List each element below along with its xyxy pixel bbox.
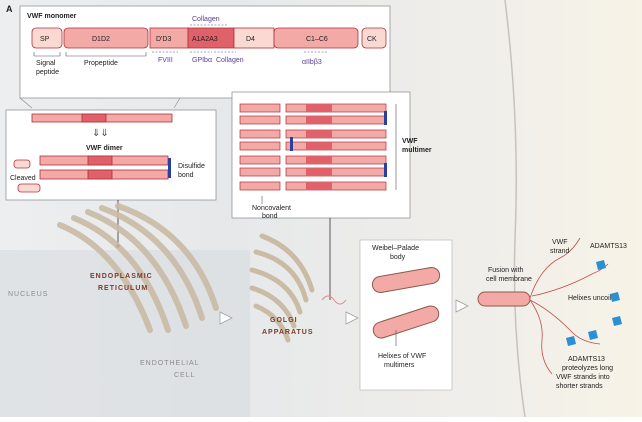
- multimer-subunit: [285, 129, 387, 139]
- collagen-top-label: Collagen: [192, 16, 220, 23]
- process-arrow-2: [345, 311, 359, 325]
- er-label-2: RETICULUM: [98, 285, 148, 292]
- fusion-label-1: Fusion with: [488, 267, 524, 274]
- multimer-a-domain: [306, 116, 332, 124]
- multimer-a-domain: [306, 168, 332, 176]
- multimer-disulfide: [384, 111, 387, 125]
- adamts-note-3: VWF strands into: [556, 374, 610, 381]
- process-arrow-3: [455, 299, 469, 313]
- multimer-subunit: [285, 141, 387, 151]
- dimer-panel: [5, 109, 217, 201]
- er-stacks: [57, 203, 219, 333]
- dimer-bars: [39, 155, 171, 180]
- multimer-subunit: [285, 115, 387, 125]
- noncovalent-label-2: bond: [262, 213, 278, 220]
- cleaved-label: Cleaved: [10, 175, 36, 182]
- domain-label-d3: D'D3: [156, 36, 171, 43]
- dimer-title: VWF dimer: [86, 145, 123, 152]
- multimer-subunit: [239, 103, 281, 113]
- multimer-panel: [231, 91, 411, 219]
- domain-label-sp: SP: [40, 36, 50, 43]
- binding-aiib3: αIIbβ3: [302, 59, 322, 66]
- domain-label-ck: CK: [367, 36, 377, 43]
- multimer-a-domain: [306, 104, 332, 112]
- monomer-mini: [31, 113, 173, 123]
- monomer-title: VWF monomer: [27, 13, 77, 20]
- multimer-disulfide: [290, 137, 293, 151]
- multimer-disulfide: [384, 163, 387, 177]
- domain-label-c1c6: C1–C6: [306, 36, 328, 43]
- multimer-a-domain: [306, 130, 332, 138]
- helixes-label-2: multimers: [384, 362, 415, 369]
- disulfide-label-1: Disulfide: [178, 163, 205, 170]
- disulfide-label-2: bond: [178, 172, 194, 179]
- multimer-subunit: [285, 167, 387, 177]
- cleaved-peptide: [13, 159, 31, 169]
- multimer-a-domain: [306, 156, 332, 164]
- multimer-subunit: [285, 155, 387, 165]
- multimer-subunit: [285, 103, 387, 113]
- multimer-subunit: [239, 129, 281, 139]
- multimer-a-domain: [306, 182, 332, 190]
- adamts-note-1: ADAMTS13: [568, 356, 605, 363]
- signal-label-1: Signal: [36, 60, 56, 67]
- helixes-label-1: Helixes of VWF: [378, 353, 426, 360]
- noncovalent-label-1: Noncovalent: [252, 205, 291, 212]
- vwf-strand-label-2: strand: [550, 248, 570, 255]
- multimer-title-2: multimer: [402, 147, 432, 154]
- vwf-strands: [529, 237, 609, 375]
- cell-membrane: [504, 0, 526, 418]
- endothelial-label-2: CELL: [174, 372, 196, 379]
- vwf-strand-label-1: VWF: [552, 239, 568, 246]
- monomer-bar: SP D1D2 D'D3 A1A2A3 D4 C1–C6 CK: [31, 27, 387, 49]
- fusing-body: [477, 291, 531, 307]
- weibel-label-2: body: [390, 254, 406, 261]
- panel-letter: A: [6, 4, 13, 14]
- adamts-note-2: proteolyzes long: [562, 365, 613, 372]
- adamts-note-4: shorter strands: [556, 383, 603, 390]
- multimer-subunit: [239, 155, 281, 165]
- domain-sp: [31, 27, 63, 49]
- propeptide-label: Propeptide: [84, 60, 118, 67]
- process-arrow-1: [219, 311, 233, 325]
- domain-label-d4: D4: [246, 36, 255, 43]
- fusion-label-2: cell membrane: [486, 276, 532, 283]
- nucleus-label: NUCLEUS: [8, 291, 48, 298]
- multimer-title-1: VWF: [402, 138, 418, 145]
- domain-d1d2: [63, 27, 149, 49]
- multimer-subunit: [239, 141, 281, 151]
- weibel-label-1: Weibel–Palade: [372, 245, 419, 252]
- golgi-label-1: GOLGI: [270, 317, 298, 324]
- multimer-a-domain: [306, 142, 332, 150]
- multimer-subunit: [239, 115, 281, 125]
- multimer-subunit: [239, 167, 281, 177]
- disulfide-bond: [168, 158, 171, 178]
- cleaved-peptide-2: [17, 183, 41, 193]
- domain-c1c6: [273, 27, 359, 49]
- endothelial-label-1: ENDOTHELIAL: [140, 360, 200, 367]
- binding-gpiba: GPIbα: [192, 57, 212, 64]
- er-label-1: ENDOPLASMIC: [90, 273, 153, 280]
- down-arrows: ⇓⇓: [92, 128, 109, 139]
- multimer-subunit: [285, 181, 387, 191]
- golgi-stacks: [249, 233, 315, 343]
- multimer-rows: [239, 103, 387, 191]
- binding-collagen: Collagen: [216, 57, 244, 64]
- domain-label-a1a2a3: A1A2A3: [192, 36, 218, 43]
- adamts13-top-label: ADAMTS13: [590, 243, 627, 250]
- signal-label-2: peptide: [36, 69, 59, 76]
- domain-label-d1d2: D1D2: [92, 36, 110, 43]
- golgi-label-2: APPARATUS: [262, 329, 314, 336]
- helixes-uncoil-label: Helixes uncoil: [568, 295, 612, 302]
- multimer-subunit: [239, 181, 281, 191]
- adamts13-enzymes: [566, 260, 622, 346]
- weibel-bodies: [371, 266, 441, 339]
- binding-fviii: FVIII: [158, 57, 173, 64]
- domain-ck: [361, 27, 387, 49]
